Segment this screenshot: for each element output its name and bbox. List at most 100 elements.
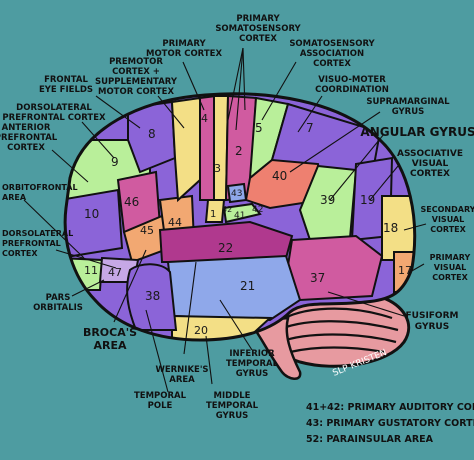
svg-text:CORTEX +: CORTEX + — [112, 67, 160, 77]
svg-text:CORTEX: CORTEX — [7, 143, 45, 153]
svg-text:SUPRAMARGINAL: SUPRAMARGINAL — [366, 97, 450, 107]
svg-text:ORBITALIS: ORBITALIS — [33, 303, 83, 313]
svg-text:CORTEX: CORTEX — [430, 225, 466, 234]
svg-text:MIDDLE: MIDDLE — [214, 391, 251, 401]
legend: 41+42: PRIMARY AUDITORY CORTEX 43: PRIMA… — [306, 402, 474, 445]
svg-text:SUPPLEMENTARY: SUPPLEMENTARY — [95, 77, 178, 87]
svg-text:CORTEX: CORTEX — [410, 169, 450, 179]
svg-text:GYRUS: GYRUS — [216, 411, 249, 421]
svg-text:AREA: AREA — [169, 375, 195, 385]
area-18: 18 — [383, 221, 398, 235]
region-18 — [381, 195, 415, 261]
area-21: 21 — [240, 279, 255, 293]
area-43: 43 — [231, 189, 242, 199]
svg-text:PREFRONTAL: PREFRONTAL — [0, 133, 58, 143]
area-20: 20 — [194, 324, 208, 337]
svg-text:SECONDARY: SECONDARY — [421, 205, 474, 214]
area-9: 9 — [111, 155, 119, 169]
svg-text:CORTEX: CORTEX — [239, 34, 277, 44]
region-41-42 — [222, 202, 262, 224]
area-44: 44 — [168, 216, 182, 229]
svg-text:SOMATOSENSORY: SOMATOSENSORY — [289, 39, 375, 49]
area-1: 1 — [210, 209, 216, 220]
svg-text:VISUAL: VISUAL — [432, 215, 464, 224]
svg-text:GYRUS: GYRUS — [392, 107, 425, 117]
svg-text:PRIMARY: PRIMARY — [162, 39, 206, 49]
label-premotor: PREMOTOR CORTEX + SUPPLEMENTARY MOTOR CO… — [95, 57, 178, 97]
area-39: 39 — [320, 193, 335, 207]
svg-text:DORSOLATERAL: DORSOLATERAL — [16, 103, 92, 113]
legend-line-1: 41+42: PRIMARY AUDITORY CORTEX — [306, 402, 474, 413]
label-brocas-area: BROCA'S AREA — [83, 326, 137, 352]
area-5: 5 — [255, 121, 263, 135]
region-6 — [170, 96, 201, 203]
svg-text:VISUAL: VISUAL — [434, 263, 466, 272]
label-temporal-pole: TEMPORAL POLE — [134, 391, 187, 411]
label-inferior-temporal: INFERIOR TEMPORAL GYRUS — [226, 349, 279, 379]
label-supramarginal: SUPRAMARGINAL GYRUS — [366, 97, 450, 117]
region-37 — [284, 234, 384, 302]
area-46: 46 — [124, 195, 139, 209]
label-primary-visual: PRIMARY VISUAL CORTEX — [430, 253, 471, 282]
label-primary-motor: PRIMARY MOTOR CORTEX — [146, 39, 222, 59]
svg-text:PREMOTOR: PREMOTOR — [109, 57, 163, 67]
area-10: 10 — [84, 207, 99, 221]
svg-text:WERNIKE'S: WERNIKE'S — [155, 365, 208, 375]
svg-text:PARS: PARS — [46, 293, 71, 303]
svg-text:POLE: POLE — [148, 401, 173, 411]
area-2: 2 — [235, 144, 243, 158]
svg-text:CORTEX: CORTEX — [313, 59, 351, 69]
svg-text:CORTEX: CORTEX — [432, 273, 468, 282]
svg-text:TEMPORAL: TEMPORAL — [134, 391, 187, 401]
area-37: 37 — [310, 271, 325, 285]
region-38 — [126, 263, 178, 331]
region-21 — [166, 254, 302, 322]
area-4: 4 — [201, 112, 208, 125]
svg-text:PRIMARY: PRIMARY — [430, 253, 471, 262]
legend-line-3: 52: PARAINSULAR AREA — [306, 434, 434, 445]
label-somatosensory-association: SOMATOSENSORY ASSOCIATION CORTEX — [289, 39, 375, 69]
area-22: 22 — [218, 241, 233, 255]
svg-text:ORBITOFRONTAL: ORBITOFRONTAL — [2, 183, 78, 192]
svg-text:PREFRONTAL CORTEX: PREFRONTAL CORTEX — [2, 113, 106, 123]
svg-text:PRIMARY: PRIMARY — [236, 14, 280, 24]
label-pars-orbitalis: PARS ORBITALIS — [33, 293, 83, 313]
svg-text:FUSIFORM: FUSIFORM — [406, 311, 459, 321]
svg-text:CORTEX: CORTEX — [2, 249, 38, 258]
area-17: 17 — [398, 264, 412, 277]
svg-text:VISUAL: VISUAL — [412, 159, 449, 169]
svg-text:MOTOR CORTEX: MOTOR CORTEX — [98, 87, 174, 97]
label-dorsolateral-prefrontal: DORSOLATERAL PREFRONTAL CORTEX — [2, 103, 106, 123]
area-52: 52 — [222, 205, 232, 214]
area-38: 38 — [145, 289, 160, 303]
svg-text:AREA: AREA — [93, 339, 126, 352]
svg-text:EYE FIELDS: EYE FIELDS — [39, 85, 93, 95]
cortex — [63, 92, 417, 342]
area-42: 42 — [252, 205, 263, 215]
cerebellum — [259, 289, 411, 368]
svg-text:DORSOLATERAL: DORSOLATERAL — [2, 229, 73, 238]
area-40: 40 — [272, 169, 287, 183]
area-3: 3 — [214, 162, 221, 175]
svg-text:SOMATOSENSORY: SOMATOSENSORY — [215, 24, 301, 34]
label-wernickes-area: WERNIKE'S AREA — [155, 365, 208, 385]
region-10 — [65, 188, 124, 260]
svg-text:GYRUS: GYRUS — [236, 369, 269, 379]
region-1-lower — [204, 199, 226, 223]
svg-text:FRONTAL: FRONTAL — [44, 75, 88, 85]
area-47: 47 — [108, 266, 122, 279]
area-19: 19 — [360, 193, 375, 207]
label-anterior-prefrontal: ANTERIOR PREFRONTAL CORTEX — [0, 123, 58, 153]
label-primary-somatosensory: PRIMARY SOMATOSENSORY CORTEX — [215, 14, 301, 44]
area-7: 7 — [306, 121, 314, 135]
svg-text:VISUO-MOTER: VISUO-MOTER — [318, 75, 386, 85]
svg-text:GYRUS: GYRUS — [415, 322, 449, 332]
region-labels: PRIMARY SOMATOSENSORY CORTEX PRIMARY MOT… — [0, 14, 474, 421]
svg-text:ASSOCIATION: ASSOCIATION — [300, 49, 364, 59]
area-numbers: 8 4 3 2 1 5 7 9 10 11 46 45 44 47 43 41 … — [84, 112, 412, 337]
svg-text:TEMPORAL: TEMPORAL — [206, 401, 259, 411]
svg-text:BROCA'S: BROCA'S — [83, 326, 137, 339]
label-associative-visual: ASSOCIATIVE VISUAL CORTEX — [397, 149, 463, 179]
